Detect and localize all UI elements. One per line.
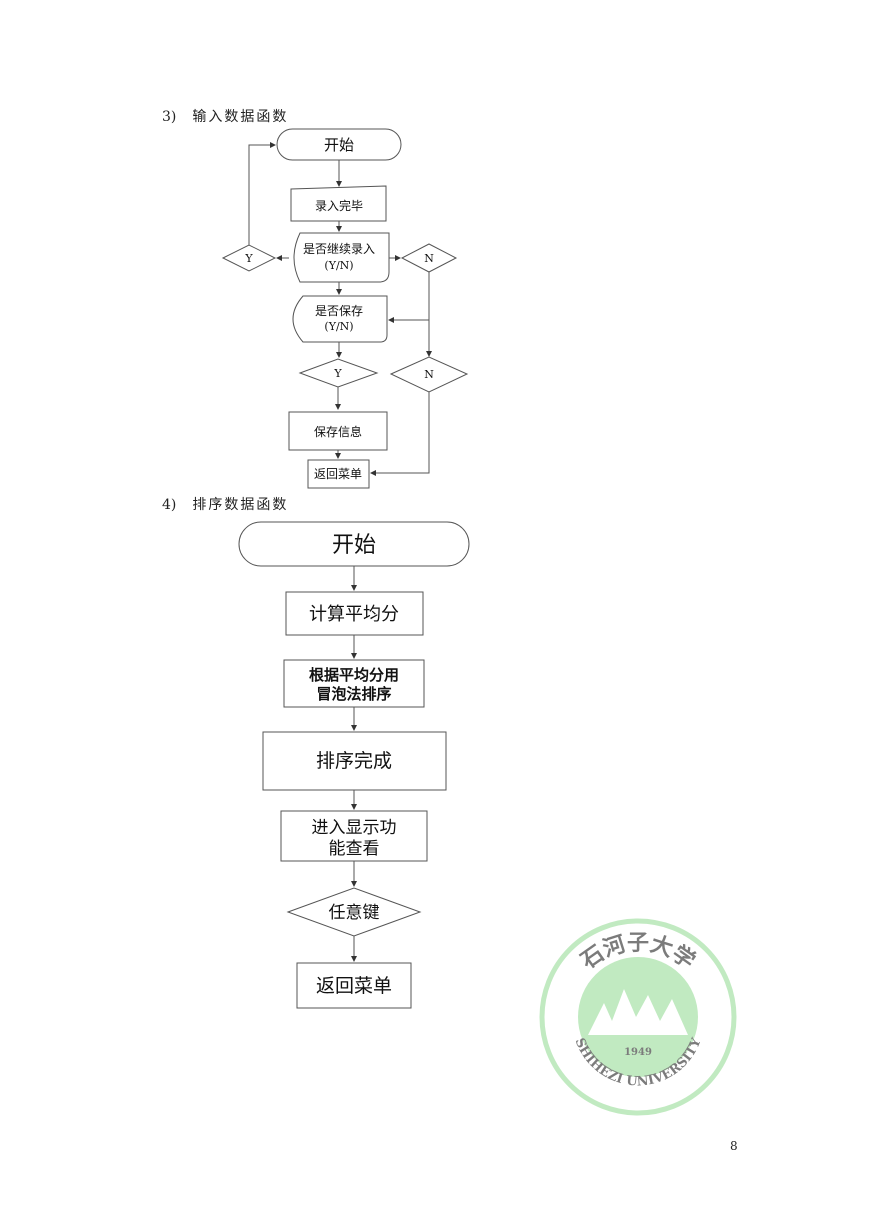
fc2-bubble-sort-box (283, 659, 425, 708)
fc1-start-label: 开始 (324, 136, 354, 154)
fc1-no-diamond-bottom (389, 356, 469, 393)
fc1-continue-decision (293, 232, 390, 283)
section-3-heading: 3) 输入数据函数 (162, 106, 288, 126)
fc1-continue-label: 是否继续录入 (303, 242, 375, 256)
fc2-any-key-label: 任意键 (329, 903, 380, 923)
fc1-input-done-box (290, 185, 387, 222)
section-3-number: 3) (162, 109, 177, 125)
fc1-no-diamond-right (400, 243, 458, 273)
fc1-yes-diamond-bottom (298, 358, 379, 388)
section-4-heading: 4) 排序数据函数 (162, 494, 288, 514)
fc1-save-yn: (Y/N) (324, 320, 353, 333)
fc2-return-menu-label: 返回菜单 (316, 975, 392, 997)
fc1-yes-bottom-label: Y (333, 367, 342, 380)
fc2-bubble-line2: 冒泡法排序 (316, 685, 391, 703)
fc2-sort-done-label: 排序完成 (316, 750, 392, 772)
fc1-no-right-label: N (424, 252, 434, 265)
fc2-display-line2: 能查看 (329, 839, 380, 859)
fc1-save-label: 是否保存 (315, 304, 363, 318)
section-3-title: 输入数据函数 (192, 109, 289, 125)
section-4-title: 排序数据函数 (192, 497, 289, 513)
fc1-save-decision (292, 295, 388, 343)
fc1-input-done-label: 录入完毕 (315, 198, 363, 213)
page-number: 8 (730, 1139, 738, 1153)
fc1-save-info-label: 保存信息 (314, 424, 362, 439)
fc1-no-bottom-label: N (424, 368, 434, 381)
fc2-return-menu-box (296, 962, 412, 1009)
fc2-any-key-diamond (286, 887, 422, 937)
fc1-yes-left-label: Y (244, 252, 253, 265)
fc1-return-menu-label: 返回菜单 (314, 467, 362, 481)
fc2-calc-avg-box (285, 591, 424, 636)
fc1-continue-yn: (Y/N) (324, 259, 353, 272)
fc1-yes-diamond-left (221, 244, 277, 272)
fc1-return-menu-box (307, 459, 370, 489)
fc2-calc-avg-label: 计算平均分 (309, 604, 399, 625)
section-4-number: 4) (162, 497, 177, 513)
seal-year: 1949 (624, 1047, 652, 1058)
fc2-display-line1: 进入显示功 (312, 818, 397, 838)
university-seal-watermark: 1949 石河子大学 SHIHEZI UNIVERSITY (539, 918, 737, 1116)
fc2-start-label: 开始 (332, 533, 376, 558)
mountain-logo-icon (588, 989, 688, 1035)
fc2-bubble-line1: 根据平均分用 (309, 666, 399, 684)
fc2-display-box (280, 810, 428, 862)
fc2-sort-done-box (262, 731, 447, 791)
